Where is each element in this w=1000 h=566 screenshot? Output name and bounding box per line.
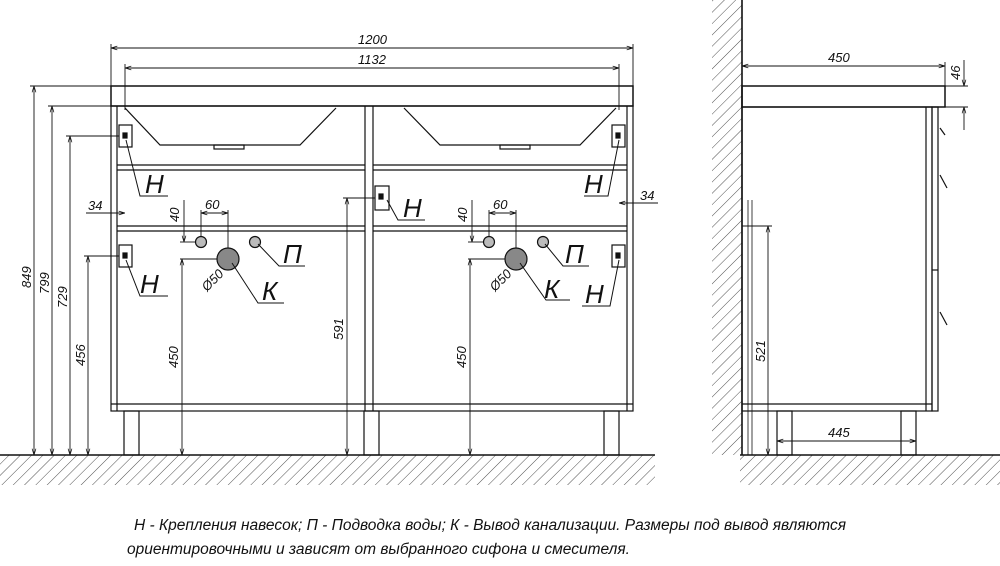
dim-40-left: 40 xyxy=(167,207,182,222)
label-mount-upper-left: Н xyxy=(145,169,164,199)
label-water-right: П xyxy=(565,239,584,269)
label-mount-lower-left: Н xyxy=(140,269,159,299)
legend-caption: Н - Крепления навесок; П - Подводка воды… xyxy=(0,514,1000,562)
front-cabinet xyxy=(110,85,634,456)
leader-lines xyxy=(125,139,620,307)
side-dimensions xyxy=(742,60,968,455)
dim-40-right: 40 xyxy=(455,207,470,222)
label-mount-lower-right: Н xyxy=(585,279,604,309)
side-body xyxy=(741,106,933,412)
side-countertop xyxy=(741,85,946,108)
drain-right xyxy=(504,247,528,271)
dim-849: 849 xyxy=(19,266,34,288)
water-pipe-left-1 xyxy=(194,235,208,249)
label-water-left: П xyxy=(283,239,302,269)
label-drain-left: К xyxy=(262,276,279,306)
leg xyxy=(363,410,380,456)
side-leg xyxy=(900,410,917,456)
dim-591: 591 xyxy=(331,318,346,340)
dim-1132: 1132 xyxy=(358,52,387,67)
dim-side-445: 445 xyxy=(828,425,850,440)
dim-1200: 1200 xyxy=(358,32,388,47)
dim-456: 456 xyxy=(73,344,88,366)
dim-d50-right: Ø50 xyxy=(486,266,515,295)
dim-729: 729 xyxy=(55,286,70,308)
cabinet-body xyxy=(110,105,634,412)
drain-left xyxy=(216,247,240,271)
legend-line-1: Н - Крепления навесок; П - Подводка воды… xyxy=(134,517,847,534)
label-mount-upper-right: Н xyxy=(584,169,603,199)
water-pipe-left-2 xyxy=(248,235,262,249)
floor xyxy=(0,454,1000,485)
dim-60-right: 60 xyxy=(493,197,508,212)
dim-450-left: 450 xyxy=(166,346,181,368)
side-leg xyxy=(776,410,793,456)
label-mount-center: Н xyxy=(403,193,422,223)
sink-right xyxy=(403,107,617,146)
dim-60-left: 60 xyxy=(205,197,220,212)
sink-left xyxy=(124,107,337,146)
pipes xyxy=(194,235,550,271)
dim-450-right: 450 xyxy=(454,346,469,368)
dim-side-46: 46 xyxy=(948,65,963,80)
leg xyxy=(603,410,620,456)
label-drain-right: К xyxy=(544,274,561,304)
water-pipe-right-1 xyxy=(482,235,496,249)
technical-drawing: 1200 1132 849 799 729 456 34 34 60 60 40… xyxy=(0,0,1000,485)
wall xyxy=(712,0,743,455)
front-dimensions xyxy=(30,44,658,455)
dim-34-right: 34 xyxy=(640,188,654,203)
dim-34-left: 34 xyxy=(88,198,102,213)
dim-side-521: 521 xyxy=(753,340,768,362)
dim-side-450: 450 xyxy=(828,50,850,65)
dim-d50-left: Ø50 xyxy=(198,266,227,295)
side-cabinet xyxy=(741,85,948,456)
leg xyxy=(123,410,140,456)
countertop xyxy=(110,85,634,107)
mount-brackets xyxy=(118,124,626,268)
legend-line-2: ориентировочными и зависят от выбранного… xyxy=(127,541,630,558)
dim-799: 799 xyxy=(37,272,52,294)
